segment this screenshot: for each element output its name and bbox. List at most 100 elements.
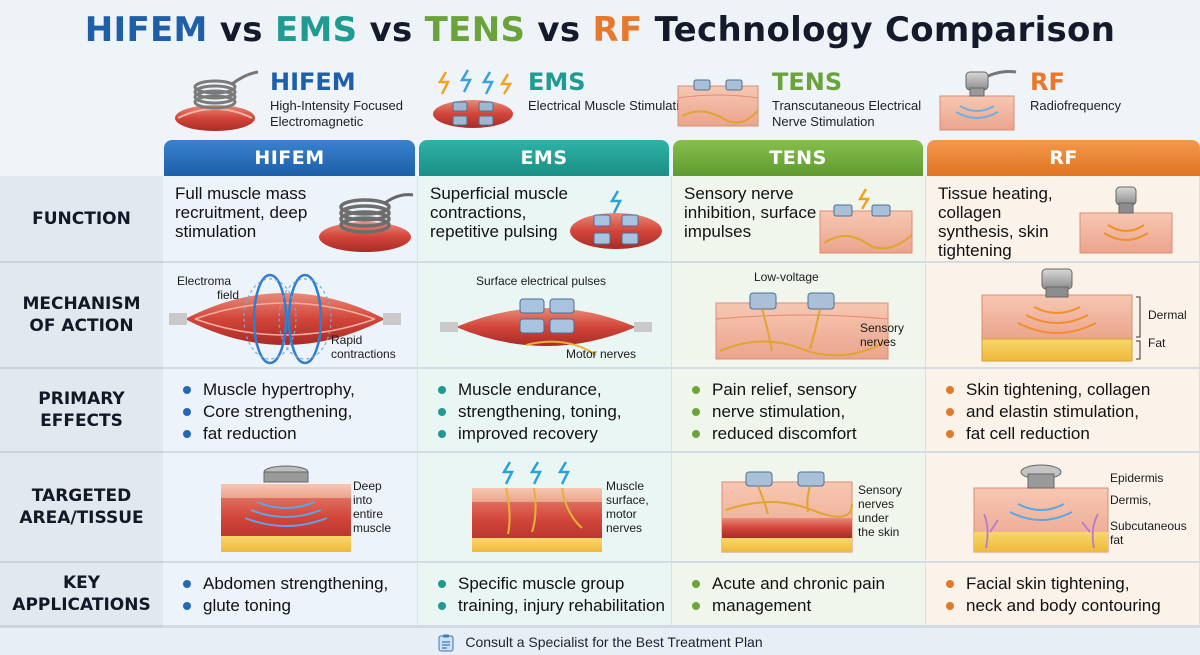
ems-target-label-1: Muscle (606, 479, 645, 493)
list-item: nerve stimulation, (692, 401, 857, 423)
function-tens-cell: Sensory nerve inhibition, surface impuls… (672, 176, 926, 263)
rf-mech-label-1: Dermal (1148, 308, 1187, 322)
function-hifem-cell: Full muscle mass recruitment, deep stimu… (163, 176, 418, 263)
function-ems-text: Superficial muscle contractions, repetit… (430, 184, 568, 241)
mechanism-tens-cell: Low-voltage Sensory nerves (672, 263, 926, 369)
ems-mech-label-2: Motor nerves (566, 347, 637, 361)
effects-rf-list: Skin tightening, collagen and elastin st… (946, 379, 1150, 445)
mechanism-hifem-cell: Electroma field Rapid contractions (163, 263, 418, 369)
tens-target-label-3: under (858, 511, 889, 525)
list-item: Pain relief, sensory (692, 379, 857, 401)
tab-tens: TENS (673, 140, 923, 176)
function-rf-text: Tissue heating, collagen synthesis, skin… (938, 184, 1053, 260)
hifem-coil-icon (319, 193, 414, 252)
rf-target-label-1: Epidermis (1110, 471, 1164, 485)
footer: Consult a Specialist for the Best Treatm… (0, 627, 1200, 655)
ems-muscle-pulses-icon (440, 298, 652, 356)
legend-hifem-desc: High-Intensity Focused Electromagnetic (270, 98, 403, 129)
target-tens-cell: Sensory nerves under the skin (672, 453, 926, 563)
effects-rf-cell: Skin tightening, collagen and elastin st… (926, 369, 1200, 453)
hifem-mech-label-2: field (217, 288, 240, 302)
hifem-muscle-field-icon (169, 273, 401, 365)
hifem-mech-label-1: Electroma (177, 274, 232, 288)
apps-rf-cell: Facial skin tightening, neck and body co… (926, 563, 1200, 627)
apps-ems-list: Specific muscle group training, injury r… (438, 573, 665, 617)
legend-tens: TENS Transcutaneous Electrical Nerve Sti… (672, 62, 922, 140)
list-item: training, injury rehabilitation (438, 595, 665, 617)
apps-hifem-list: Abdomen strengthening, glute toning (183, 573, 388, 617)
page-title: HIFEM vs EMS vs TENS vs RF Technology Co… (0, 10, 1200, 50)
title-vs-1: vs (207, 10, 275, 50)
tens-mech-label-3: nerves (860, 335, 897, 349)
list-item: Acute and chronic pain (692, 573, 885, 595)
ems-target-label-3: motor (606, 507, 637, 521)
ems-target-label-4: nerves (606, 521, 643, 535)
legend-rf-desc: Radiofrequency (1030, 98, 1122, 113)
list-item: fat reduction (183, 423, 355, 445)
legend-ems: EMS Electrical Muscle Stimulation (428, 62, 693, 140)
title-tens: TENS (424, 10, 526, 50)
list-item: strengthening, toning, (438, 401, 622, 423)
rf-target-label-4: fat (1110, 533, 1124, 547)
apps-rf-list: Facial skin tightening, neck and body co… (946, 573, 1161, 617)
tens-target-label-4: the skin (858, 525, 900, 539)
title-vs-3: vs (525, 10, 593, 50)
ems-muscle-electrodes-icon (570, 190, 662, 249)
hifem-target-label-4: muscle (353, 521, 392, 535)
tens-skin-nerves-icon (715, 292, 889, 360)
effects-ems-cell: Muscle endurance, strengthening, toning,… (418, 369, 672, 453)
specialist-clipboard-icon (438, 634, 454, 652)
rf-target-label-2: Dermis, (1110, 493, 1152, 507)
target-rf-cell: Epidermis Dermis, Subcutaneous fat (926, 453, 1200, 563)
tens-skin-pads-icon (677, 79, 759, 127)
list-item: Skin tightening, collagen (946, 379, 1150, 401)
apps-ems-cell: Specific muscle group training, injury r… (418, 563, 672, 627)
list-item: Facial skin tightening, (946, 573, 1161, 595)
row-label-target: TARGETED AREA/TISSUE (0, 453, 163, 563)
list-item: glute toning (183, 595, 388, 617)
title-vs-2: vs (357, 10, 425, 50)
rf-skin-icon (1079, 186, 1173, 254)
title-hifem: HIFEM (84, 10, 208, 50)
tens-mech-label-2: Sensory (860, 321, 905, 335)
mechanism-rf-cell: Dermal Fat (926, 263, 1200, 369)
tens-tissue-block-icon (721, 471, 853, 553)
legend-hifem: HIFEM High-Intensity Focused Electromagn… (170, 62, 420, 140)
hifem-target-label-1: Deep (353, 479, 382, 493)
effects-tens-list: Pain relief, sensory nerve stimulation, … (692, 379, 857, 445)
list-item: and elastin stimulation, (946, 401, 1150, 423)
list-item: improved recovery (438, 423, 622, 445)
apps-tens-cell: Acute and chronic pain management (672, 563, 926, 627)
row-label-effects: PRIMARY EFFECTS (0, 369, 163, 453)
row-label-function: FUNCTION (0, 176, 163, 263)
hifem-coil-muscle-icon (175, 70, 259, 131)
mechanism-ems-cell: Surface electrical pulses Motor nerves (418, 263, 672, 369)
tab-hifem: HIFEM (164, 140, 415, 176)
list-item: Abdomen strengthening, (183, 573, 388, 595)
legend-ems-desc: Electrical Muscle Stimulation (528, 98, 694, 113)
hifem-target-label-2: into (353, 493, 373, 507)
legend-hifem-name: HIFEM (270, 68, 356, 96)
title-rf: RF (592, 10, 643, 50)
apps-tens-list: Acute and chronic pain management (692, 573, 885, 617)
tab-rf: RF (927, 140, 1200, 176)
legend-rf-name: RF (1030, 68, 1065, 96)
ems-mech-label-1: Surface electrical pulses (476, 274, 607, 288)
effects-hifem-cell: Muscle hypertrophy, Core strengthening, … (163, 369, 418, 453)
rf-skin-layers-icon (981, 268, 1141, 362)
list-item: fat cell reduction (946, 423, 1150, 445)
row-label-mechanism: MECHANISM OF ACTION (0, 263, 163, 369)
hifem-target-label-3: entire (353, 507, 384, 521)
effects-hifem-list: Muscle hypertrophy, Core strengthening, … (183, 379, 355, 445)
footer-text: Consult a Specialist for the Best Treatm… (465, 634, 763, 650)
function-tens-text: Sensory nerve inhibition, surface impuls… (684, 184, 817, 241)
legend-rf: RF Radiofrequency (930, 62, 1190, 140)
tens-mech-label-1: Low-voltage (754, 270, 819, 284)
rf-target-label-3: Subcutaneous (1110, 519, 1187, 533)
row-label-apps: KEY APPLICATIONS (0, 563, 163, 627)
list-item: management (692, 595, 885, 617)
target-hifem-cell: Deep into entire muscle (163, 453, 418, 563)
list-item: reduced discomfort (692, 423, 857, 445)
rf-device-skin-icon (939, 70, 1017, 131)
ems-electrodes-icon (433, 69, 513, 128)
